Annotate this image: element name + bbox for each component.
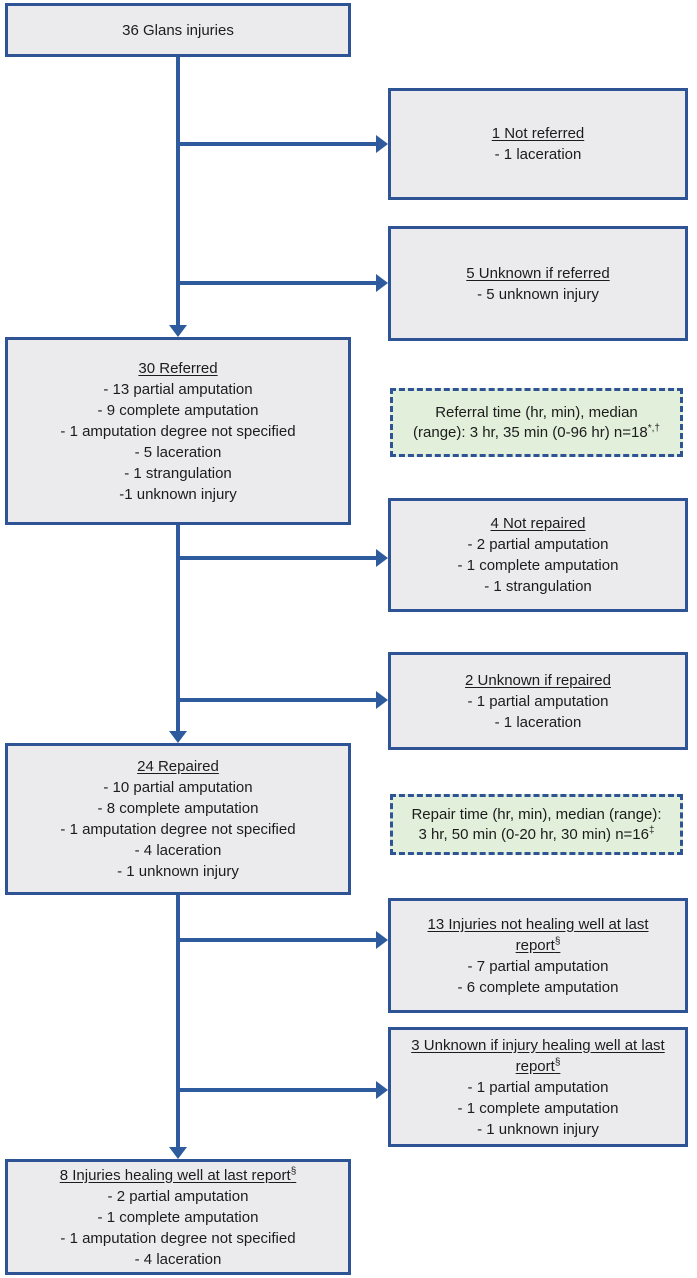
injury-line: - 6 complete amputation	[457, 978, 619, 996]
footnote-marker: §	[554, 1056, 561, 1068]
footnote-marker: §	[554, 935, 561, 947]
note-line: (range): 3 hr, 35 min (0-96 hr) n=18*,†	[413, 422, 660, 441]
box-healing-well: 8 Injuries healing well at last report§ …	[5, 1159, 351, 1275]
arrow-down-icon	[169, 1147, 187, 1159]
arrow-right-icon	[376, 274, 388, 292]
box-title: 2 Unknown if repaired	[465, 671, 611, 689]
box-title: 24 Repaired	[137, 758, 219, 775]
injury-line: - 2 partial amputation	[107, 1187, 249, 1205]
box-not-repaired: 4 Not repaired - 2 partial amputation - …	[388, 498, 688, 612]
flow-line-branch-unknown-referred	[176, 281, 376, 285]
box-title: 3 Unknown if injury healing well at last…	[411, 1036, 665, 1075]
arrow-right-icon	[376, 135, 388, 153]
injury-line: -1 unknown injury	[119, 485, 237, 503]
injury-line: - 1 unknown injury	[117, 863, 239, 880]
box-referred: 30 Referred - 13 partial amputation - 9 …	[5, 337, 351, 525]
arrow-right-icon	[376, 691, 388, 709]
flow-line-branch-not-repaired	[176, 556, 376, 560]
injury-line: - 7 partial amputation	[467, 957, 609, 975]
box-title: 36 Glans injuries	[122, 21, 234, 39]
injury-line: - 1 strangulation	[124, 464, 232, 482]
injury-line: - 5 laceration	[134, 443, 222, 461]
note-line: Repair time (hr, min), median (range):	[411, 805, 662, 823]
box-unknown-if-healing-well: 3 Unknown if injury healing well at last…	[388, 1027, 688, 1147]
injury-line: - 1 complete amputation	[457, 1099, 619, 1117]
arrow-right-icon	[376, 931, 388, 949]
injury-line: - 1 complete amputation	[457, 557, 619, 574]
injury-line: - 1 strangulation	[484, 578, 592, 595]
arrow-right-icon	[376, 549, 388, 567]
box-repaired: 24 Repaired - 10 partial amputation - 8 …	[5, 743, 351, 895]
injury-line: - 1 complete amputation	[97, 1208, 259, 1226]
injury-line: - 1 amputation degree not specified	[60, 821, 296, 838]
injury-line: - 1 amputation degree not specified	[60, 422, 296, 440]
flow-line-branch-unknown-repaired	[176, 698, 376, 702]
note-repair-time: Repair time (hr, min), median (range): 3…	[390, 794, 683, 855]
note-line: Referral time (hr, min), median	[435, 403, 638, 421]
flow-line-vertical-2	[176, 525, 180, 731]
box-title: 30 Referred	[138, 359, 218, 377]
arrow-down-icon	[169, 325, 187, 337]
box-title: 5 Unknown if referred	[466, 264, 610, 282]
injury-line: - 1 unknown injury	[477, 1120, 599, 1138]
footnote-marker: *,†	[647, 422, 660, 434]
note-referral-time: Referral time (hr, min), median (range):…	[390, 388, 683, 457]
footnote-marker: ‡	[648, 824, 655, 836]
injury-line: - 2 partial amputation	[467, 536, 609, 553]
injury-line: - 1 partial amputation	[467, 692, 609, 710]
box-not-referred: 1 Not referred - 1 laceration	[388, 88, 688, 200]
injury-line: - 10 partial amputation	[103, 779, 253, 796]
box-title: 8 Injuries healing well at last report§	[59, 1165, 297, 1184]
note-line: 3 hr, 50 min (0-20 hr, 30 min) n=16‡	[418, 824, 655, 843]
box-title: 4 Not repaired	[490, 515, 586, 532]
box-unknown-if-referred: 5 Unknown if referred - 5 unknown injury	[388, 226, 688, 341]
flow-line-branch-not-referred	[176, 142, 376, 146]
injury-line: - 1 laceration	[494, 713, 582, 731]
flow-line-vertical-1	[176, 57, 180, 325]
injury-line: - 4 laceration	[134, 842, 222, 859]
flow-line-vertical-3	[176, 895, 180, 1147]
injury-line: - 13 partial amputation	[103, 380, 253, 398]
injury-line: - 1 laceration	[494, 146, 582, 163]
arrow-down-icon	[169, 731, 187, 743]
footnote-marker: §	[290, 1165, 297, 1177]
injury-line: - 9 complete amputation	[97, 401, 259, 419]
injury-line: - 1 amputation degree not specified	[60, 1229, 296, 1247]
flow-line-branch-not-healing	[176, 938, 376, 942]
injury-line: - 8 complete amputation	[97, 800, 259, 817]
flow-line-branch-unknown-healing	[176, 1088, 376, 1092]
arrow-right-icon	[376, 1081, 388, 1099]
injury-line: - 4 laceration	[134, 1250, 222, 1268]
injury-line: - 1 partial amputation	[467, 1078, 609, 1096]
box-glans-injuries: 36 Glans injuries	[5, 3, 351, 57]
box-unknown-if-repaired: 2 Unknown if repaired - 1 partial amputa…	[388, 652, 688, 750]
injury-line: - 5 unknown injury	[477, 285, 599, 303]
box-title: 1 Not referred	[491, 125, 585, 142]
